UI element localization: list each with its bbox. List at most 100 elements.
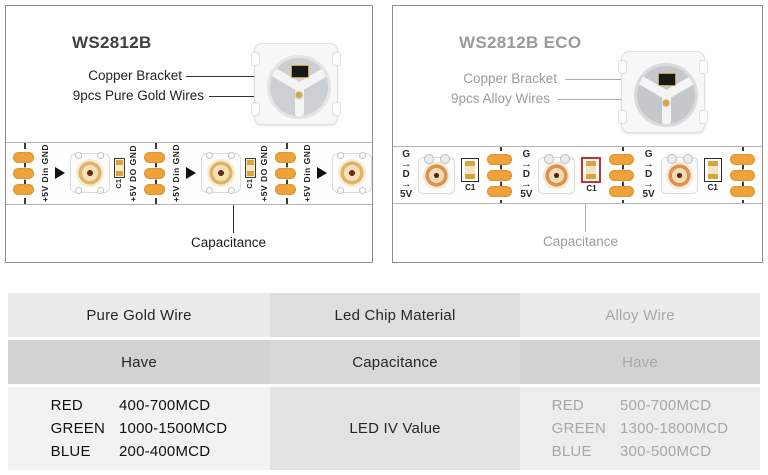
led-chip xyxy=(418,153,456,194)
strip-segment: G → D → 5V C1 xyxy=(517,147,639,203)
leader-line xyxy=(565,79,623,80)
pad xyxy=(275,183,296,195)
direction-arrow-icon xyxy=(316,167,327,180)
cell-led-iv-value: LED IV Value xyxy=(270,387,520,470)
lens-divider xyxy=(294,85,304,116)
pad xyxy=(487,169,513,181)
package-tab xyxy=(251,52,260,66)
strip-segment: G → D → 5V C1 xyxy=(639,147,759,203)
color-label: RED xyxy=(50,397,83,414)
gold-wire-bond xyxy=(296,92,302,98)
package-tab xyxy=(332,102,341,116)
package-tab xyxy=(332,52,341,66)
din-pin-labels: +5V Din GND xyxy=(302,144,312,203)
d-label: D xyxy=(402,168,410,180)
led-chip xyxy=(200,152,241,194)
direction-arrow-icon xyxy=(185,167,196,180)
capacitor: C1 xyxy=(461,158,480,192)
lens-divider xyxy=(661,93,671,124)
led-lens xyxy=(665,161,693,189)
led-lens xyxy=(206,159,235,188)
capacitor-highlighted: C1 xyxy=(581,157,602,193)
pad xyxy=(13,183,34,195)
capacitor: C1 xyxy=(703,158,722,192)
color-label: GREEN xyxy=(50,420,106,437)
signal-labels: G → D → 5V xyxy=(400,149,413,201)
arrow-right-icon: → xyxy=(520,178,532,191)
annotation-alloy-wires: 9pcs Alloy Wires xyxy=(450,91,550,106)
capacitor-label: C1 xyxy=(465,183,476,192)
pad xyxy=(487,153,513,165)
capacitor-body xyxy=(244,158,256,179)
capacitor-body xyxy=(113,158,125,179)
led-lens xyxy=(634,63,698,127)
color-label: BLUE xyxy=(551,443,592,460)
solder-pads xyxy=(273,143,298,204)
pad xyxy=(609,169,635,181)
strip-segment: +5V Din GND C1 +5V DO GND xyxy=(8,143,139,204)
callout-line xyxy=(585,204,586,232)
leader-line xyxy=(209,96,284,97)
dout-pin-labels: +5V DO GND xyxy=(258,145,269,202)
panel-ws2812b: WS2812B Copper Bracket 9pcs Pure Gold Wi… xyxy=(5,5,373,263)
pad xyxy=(729,169,755,181)
pad xyxy=(144,151,165,163)
arrow-right-icon: → xyxy=(400,158,412,171)
v-label: 5V xyxy=(400,188,413,200)
mcd-range: 400-700MCD xyxy=(119,397,211,414)
color-label: BLUE xyxy=(50,443,91,460)
capacitor-body xyxy=(707,161,718,179)
package-tab xyxy=(618,110,627,124)
mcd-range: 1300-1800MCD xyxy=(620,420,729,437)
pad xyxy=(729,185,755,197)
annotation-copper-bracket: Copper Bracket xyxy=(88,68,182,83)
annotation-gold-wires: 9pcs Pure Gold Wires xyxy=(72,88,204,103)
g-label: G xyxy=(522,148,531,160)
panel-ws2812b-eco: WS2812B ECO Copper Bracket 9pcs Alloy Wi… xyxy=(392,5,763,263)
strip-segment: G → D → 5V C1 xyxy=(397,147,517,203)
d-label: D xyxy=(522,168,530,180)
led-package-photo xyxy=(251,43,341,125)
d-label: D xyxy=(644,168,653,180)
comparison-table: Pure Gold Wire Led Chip Material Alloy W… xyxy=(8,293,760,470)
capacitor-body xyxy=(586,161,597,179)
package-tab xyxy=(618,60,627,74)
capacitor-outline xyxy=(703,158,722,182)
package-tab xyxy=(699,60,708,74)
led-lens xyxy=(337,159,366,188)
leader-line xyxy=(186,76,256,77)
capacitor: C1 xyxy=(113,158,125,189)
pad xyxy=(144,167,165,179)
capacitor: C1 xyxy=(244,158,256,189)
strip-segment: +5V Din GND C1 +5V DO GND xyxy=(139,143,270,204)
cell-led-chip-material: Led Chip Material xyxy=(270,293,520,337)
dout-pin-labels: +5V DO GND xyxy=(127,145,138,202)
led-chip xyxy=(331,152,372,194)
mcd-values: RED 400-700MCD GREEN 1000-1500MCD BLUE 200-… xyxy=(51,397,228,460)
led-lens xyxy=(543,161,571,189)
capacitor-label: C1 xyxy=(707,183,718,192)
led-strip: G → D → 5V C1 G → D → 5V C1 xyxy=(393,146,762,204)
mcd-range: 200-400MCD xyxy=(119,443,211,460)
arrow-right-icon: → xyxy=(643,178,655,191)
led-lens xyxy=(267,55,331,119)
mcd-range: 300-500MCD xyxy=(620,443,712,460)
strip-segment: +5V Din GND C1 +5V DO GND xyxy=(270,143,372,204)
led-lens xyxy=(75,159,104,188)
capacitor-body xyxy=(465,161,476,179)
led-lens xyxy=(423,161,451,189)
solder-pads xyxy=(728,147,757,203)
alloy-wire-bond xyxy=(663,100,669,106)
led-strip: +5V Din GND C1 +5V DO GND +5V Din GND C1… xyxy=(6,142,372,205)
mcd-range: 1000-1500MCD xyxy=(119,420,228,437)
cell-have-right: Have xyxy=(520,340,760,384)
cell-capacitance: Capacitance xyxy=(270,340,520,384)
led-chip xyxy=(660,153,698,194)
cell-iv-values-left: RED 400-700MCD GREEN 1000-1500MCD BLUE 200-… xyxy=(8,387,270,470)
cell-have-left: Have xyxy=(8,340,270,384)
v-label: 5V xyxy=(520,188,533,200)
pad xyxy=(609,185,635,197)
led-chip xyxy=(538,153,576,194)
mcd-range: 500-700MCD xyxy=(620,397,712,414)
